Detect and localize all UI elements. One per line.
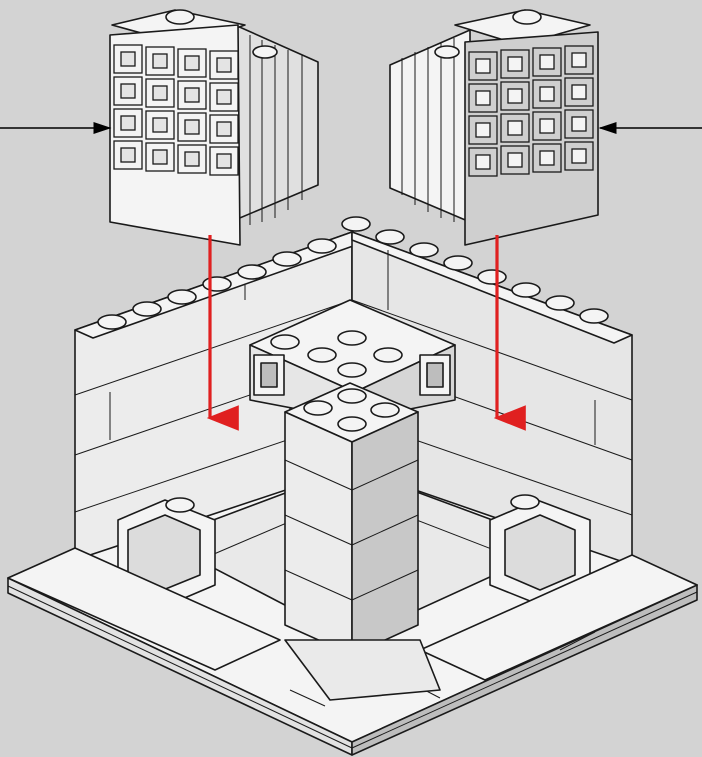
tile-hole (476, 91, 490, 105)
tile-hole (508, 153, 522, 167)
tile-hole (217, 122, 231, 136)
tile-hole (508, 57, 522, 71)
central-pillar (285, 383, 418, 655)
tile-hole (508, 89, 522, 103)
tile-hole (185, 120, 199, 134)
tile-hole (476, 59, 490, 73)
tile-hole (217, 154, 231, 168)
tile-hole (572, 85, 586, 99)
tile-hole (185, 56, 199, 70)
tile-hole (121, 116, 135, 130)
right-wall-panel (390, 10, 598, 245)
tile-hole (540, 55, 554, 69)
tile-hole (185, 152, 199, 166)
left-wall-panel (110, 10, 318, 245)
tile-hole (572, 53, 586, 67)
tile-hole (121, 84, 135, 98)
tile-hole (153, 150, 167, 164)
tile-hole (121, 52, 135, 66)
tile-hole (153, 54, 167, 68)
tile-hole (185, 88, 199, 102)
tile-hole (540, 119, 554, 133)
tile-hole (153, 86, 167, 100)
tile-hole (508, 121, 522, 135)
tile-hole (476, 155, 490, 169)
tile-hole (476, 123, 490, 137)
tile-hole (217, 58, 231, 72)
tile-hole (572, 117, 586, 131)
tile-hole (153, 118, 167, 132)
tile-hole (572, 149, 586, 163)
tile-hole (540, 151, 554, 165)
tile-hole (121, 148, 135, 162)
tile-hole (540, 87, 554, 101)
tile-hole (217, 90, 231, 104)
